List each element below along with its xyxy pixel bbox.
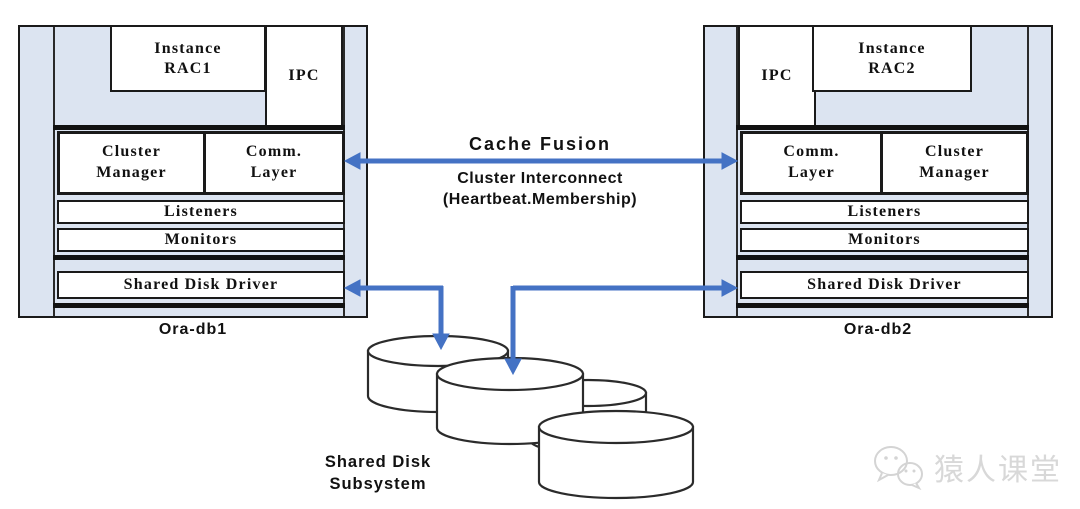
- comm-layer-cell: Comm. Layer: [743, 134, 880, 192]
- cluster-comm-row: Cluster Manager Comm. Layer: [57, 131, 345, 195]
- shared-disk-driver-label: Shared Disk Driver: [123, 276, 279, 293]
- disk-cylinder-2: [435, 356, 585, 446]
- comm-cluster-row: Comm. Layer Cluster Manager: [740, 131, 1029, 195]
- storage-label-line2: Subsystem: [329, 475, 427, 493]
- ipc-box: IPC: [738, 25, 816, 127]
- shared-disk-driver-box: Shared Disk Driver: [57, 271, 345, 299]
- node-ora-db1: Instance RAC1 IPC Cluster Manager Comm. …: [18, 25, 368, 318]
- cell-line2: Manager: [919, 164, 990, 181]
- left-strip-divider: [736, 27, 738, 316]
- instance-box: Instance RAC2: [812, 25, 972, 92]
- comm-layer-cell: Comm. Layer: [203, 134, 342, 192]
- instance-box: Instance RAC1: [110, 25, 266, 92]
- monitors-label: Monitors: [164, 231, 238, 248]
- separator-bar: [736, 303, 1029, 308]
- cluster-manager-cell: Cluster Manager: [60, 134, 203, 192]
- listeners-label: Listeners: [164, 203, 238, 220]
- listeners-box: Listeners: [57, 200, 345, 224]
- separator-bar: [53, 255, 345, 260]
- left-strip-divider: [53, 27, 55, 316]
- separator-bar: [53, 303, 345, 308]
- monitors-box: Monitors: [740, 228, 1029, 252]
- ipc-label: IPC: [288, 67, 320, 84]
- cache-fusion-title: Cache Fusion: [468, 134, 612, 154]
- watermark-text: 猿人课堂: [934, 454, 1062, 487]
- cell-line2: Layer: [788, 164, 835, 181]
- heartbeat-membership-label: (Heartbeat.Membership): [442, 191, 638, 208]
- cluster-manager-cell: Cluster Manager: [880, 134, 1026, 192]
- instance-line2: RAC1: [164, 59, 212, 77]
- shared-disk-subsystem-label: Shared Disk Subsystem: [288, 451, 468, 495]
- shared-disk-driver-label: Shared Disk Driver: [807, 276, 962, 293]
- cell-line2: Manager: [96, 164, 167, 181]
- cell-line1: Comm.: [245, 143, 303, 161]
- cell-line2: Layer: [250, 164, 298, 181]
- listeners-box: Listeners: [740, 200, 1029, 224]
- disk-cylinder-1: [366, 334, 510, 414]
- cache-fusion-arrow: [343, 152, 739, 170]
- instance-line2: RAC2: [868, 59, 916, 77]
- ipc-label: IPC: [761, 67, 793, 84]
- cell-line1: Cluster: [101, 143, 162, 161]
- cluster-interconnect-label: Cluster Interconnect: [457, 170, 623, 187]
- monitors-label: Monitors: [848, 231, 921, 248]
- separator-bar: [736, 255, 1029, 260]
- separator-bar: [736, 125, 1029, 130]
- instance-line1: Instance: [858, 39, 926, 57]
- watermark: 猿人课堂: [872, 438, 1072, 496]
- wechat-icon: [874, 446, 923, 490]
- instance-line1: Instance: [154, 39, 222, 57]
- node-ora-db2: IPC Instance RAC2 Comm. Layer Cluster Ma…: [703, 25, 1053, 318]
- monitors-box: Monitors: [57, 228, 345, 252]
- node-label-ora-db1: Ora-db1: [158, 321, 228, 338]
- node-label-ora-db2: Ora-db2: [843, 321, 913, 338]
- disk-cylinder-4: [537, 409, 695, 500]
- disk-cylinder-3: [528, 378, 648, 455]
- ipc-box: IPC: [265, 25, 343, 127]
- storage-label-line1: Shared Disk: [324, 453, 432, 471]
- listeners-label: Listeners: [847, 203, 922, 220]
- separator-bar: [53, 125, 345, 130]
- shared-disk-driver-box: Shared Disk Driver: [740, 271, 1029, 299]
- cell-line1: Comm.: [783, 143, 840, 161]
- cell-line1: Cluster: [924, 143, 985, 161]
